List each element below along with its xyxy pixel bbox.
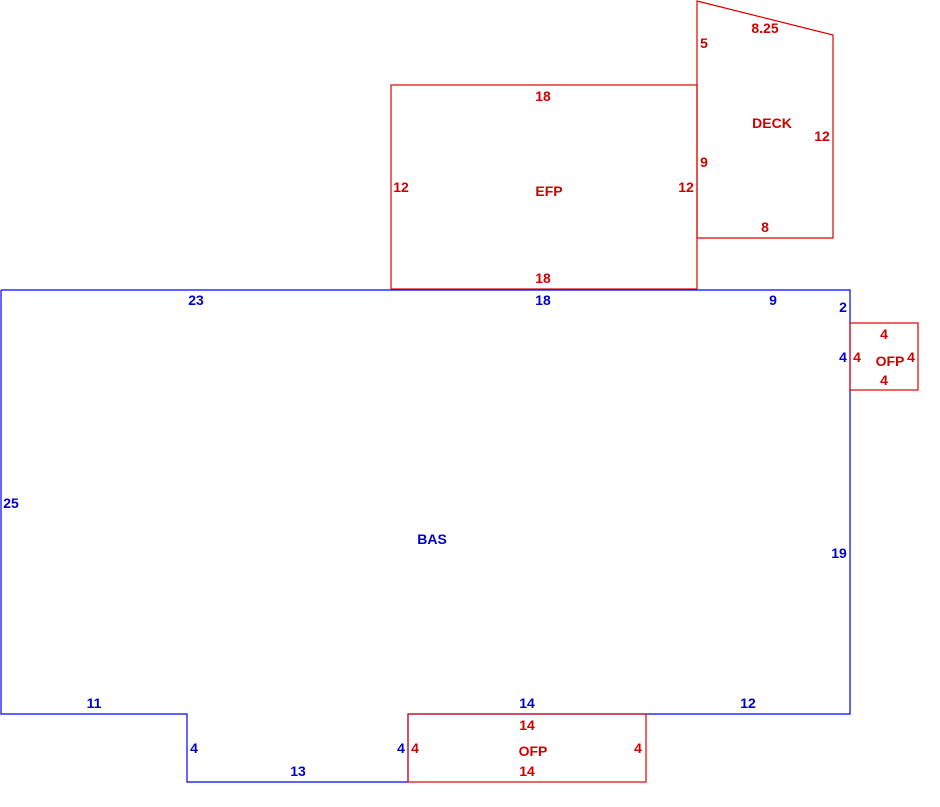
bas-area-name: BAS [417,531,447,547]
ofp-bottom-outline [407,713,647,783]
deck-outline [696,0,834,239]
deck-dim-left-upper: 5 [700,35,708,51]
bas-dim-bottom-right: 12 [740,695,756,711]
bas-dim-bottom-left: 11 [87,695,102,711]
ofp-right-dim-bottom: 4 [880,372,888,388]
deck-dim-top: 8.25 [751,20,778,36]
ofp-right-area-name: OFP [876,353,905,369]
ofp-bottom-dim-top: 14 [519,717,535,733]
bas-dim-notch-left: 4 [190,740,198,756]
deck-area-name: DECK [752,115,792,131]
efp-dim-bottom: 18 [535,270,551,286]
ofp-right-dim-left: 4 [853,349,861,365]
bas-dim-top-right: 9 [769,292,777,308]
ofp-right-dim-right: 4 [907,349,915,365]
bas-dim-notch-bottom: 13 [290,763,306,779]
deck-dim-left-lower: 9 [700,154,708,170]
ofp-bottom-dim-bottom: 14 [519,763,535,779]
bas-dim-top-left: 23 [188,292,204,308]
efp-dim-top: 18 [535,88,551,104]
efp-dim-left: 12 [393,179,409,195]
deck-dim-right: 12 [814,128,830,144]
bas-dim-top-middle: 18 [535,292,551,308]
ofp-right-outline [849,322,919,391]
efp-dim-right: 12 [678,179,694,195]
ofp-right-dim-top: 4 [880,326,888,342]
bas-dim-right-lower: 19 [831,545,847,561]
bas-dim-right-notch: 4 [839,349,847,365]
deck-dim-bottom: 8 [761,219,769,235]
bas-dim-bottom-middle: 14 [519,695,535,711]
efp-area-name: EFP [535,183,562,199]
ofp-bottom-dim-left: 4 [411,740,419,756]
bas-dim-left: 25 [3,495,19,511]
ofp-bottom-area-name: OFP [519,743,548,759]
bas-dim-notch-right: 4 [397,740,405,756]
bas-dim-right-upper: 2 [839,299,847,315]
ofp-bottom-dim-right: 4 [634,740,642,756]
